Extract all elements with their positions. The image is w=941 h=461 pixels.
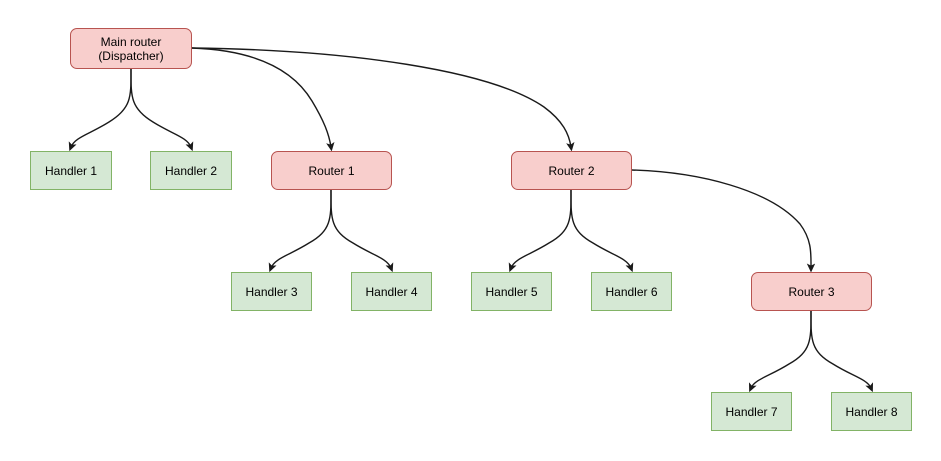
node-handler-2[interactable]: Handler 2	[150, 151, 232, 190]
edge-router-3-to-handler-8[interactable]	[810, 310, 874, 393]
node-label-router-3: Router 3	[788, 284, 835, 299]
node-label-handler-1: Handler 1	[44, 163, 98, 178]
edge-router-1-to-handler-4[interactable]	[330, 189, 394, 273]
node-main-router[interactable]: Main router (Dispatcher)	[70, 28, 192, 69]
node-handler-5[interactable]: Handler 5	[471, 272, 552, 311]
node-label-handler-7: Handler 7	[725, 404, 778, 419]
node-router-1[interactable]: Router 1	[271, 151, 392, 190]
edge-router-2-to-handler-6[interactable]	[570, 189, 634, 273]
node-label-handler-3: Handler 3	[245, 284, 298, 299]
node-handler-6[interactable]: Handler 6	[591, 272, 672, 311]
edge-main-router-to-router-2[interactable]	[191, 47, 575, 152]
edge-main-router-to-handler-2[interactable]	[130, 68, 194, 152]
node-router-2[interactable]: Router 2	[511, 151, 632, 190]
edge-main-router-to-router-1[interactable]	[191, 47, 335, 152]
node-label-handler-5: Handler 5	[485, 284, 538, 299]
edge-router-3-to-handler-7[interactable]	[748, 310, 812, 393]
node-label-router-2: Router 2	[548, 163, 595, 178]
node-label-handler-2: Handler 2	[164, 163, 218, 178]
node-label-handler-8: Handler 8	[845, 404, 898, 419]
node-router-3[interactable]: Router 3	[751, 272, 872, 311]
node-handler-1[interactable]: Handler 1	[30, 151, 112, 190]
edge-router-2-to-handler-5[interactable]	[508, 189, 572, 273]
node-label-handler-4: Handler 4	[365, 284, 418, 299]
node-label-router-1: Router 1	[308, 163, 355, 178]
edge-router-2-to-router-3[interactable]	[631, 169, 816, 273]
node-handler-3[interactable]: Handler 3	[231, 272, 312, 311]
node-handler-8[interactable]: Handler 8	[831, 392, 912, 431]
edges-group	[68, 47, 874, 393]
node-label-main-router: Main router (Dispatcher)	[98, 34, 164, 63]
edge-main-router-to-handler-1[interactable]	[68, 68, 132, 152]
edge-router-1-to-handler-3[interactable]	[268, 189, 332, 273]
node-label-handler-6: Handler 6	[605, 284, 658, 299]
node-handler-4[interactable]: Handler 4	[351, 272, 432, 311]
node-handler-7[interactable]: Handler 7	[711, 392, 792, 431]
